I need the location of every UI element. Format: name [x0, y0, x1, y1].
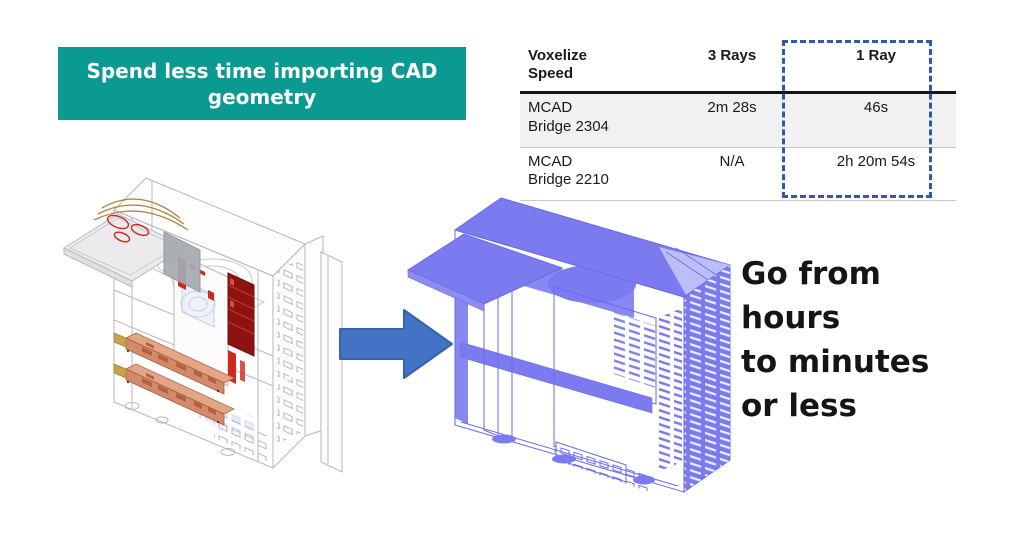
gpu-block [227, 272, 255, 357]
one-ray-highlight-box [782, 40, 932, 198]
cell-2210-1ray: 2h 20m 54s [836, 152, 916, 170]
top-flap [62, 198, 201, 293]
voxel-front-face [454, 229, 685, 493]
cad-voxelized-figure [404, 192, 736, 498]
fan-coil-rings [106, 214, 150, 243]
table-row: MCAD Bridge 2304 2m 28s 46s [520, 92, 956, 147]
col-header-3-rays: 3 Rays [707, 47, 757, 64]
voxel-wireframe-illustration [406, 197, 732, 493]
voxel-top-flap [406, 233, 564, 312]
table-header-row: Voxelize Speed 3 Rays 1 Ray [520, 42, 956, 93]
headline-banner: Spend less time importing CAD geometry [58, 47, 466, 120]
callout-line: Go from [741, 256, 881, 292]
right-arrow-icon [339, 309, 453, 379]
table-row: MCAD Bridge 2210 N/A 2h 20m 54s [520, 147, 956, 201]
cell-bridge-2210: MCAD Bridge 2210 [528, 152, 609, 189]
chassis-feet [124, 402, 236, 456]
voxel-right-face [683, 264, 731, 493]
cad-wireframe-illustration [62, 177, 343, 473]
headline-text: Spend less time importing CAD geometry [86, 58, 438, 109]
transform-arrow [338, 304, 456, 384]
callout-line: to minutes [741, 344, 930, 381]
voxel-feet [492, 434, 655, 485]
cell-2304-1ray: 46s [863, 99, 889, 116]
benefit-callout: Go from hours to minutes or less [741, 252, 929, 428]
cable-tubes [93, 198, 189, 231]
col-header-voxelize-speed: Voxelize Speed [528, 47, 587, 82]
cell-2210-3rays: N/A [719, 152, 745, 170]
col-header-1-ray: 1 Ray [855, 47, 897, 64]
callout-line: or less [741, 388, 857, 425]
cell-bridge-2304: MCAD Bridge 2304 [528, 99, 609, 135]
speed-table-grid: Voxelize Speed 3 Rays 1 Ray MCAD Bridge … [520, 42, 956, 201]
callout-line: hours [741, 300, 841, 337]
voxelize-speed-table: Voxelize Speed 3 Rays 1 Ray MCAD Bridge … [520, 42, 956, 201]
cad-original-figure [62, 170, 346, 485]
cell-2304-3rays: 2m 28s [707, 99, 757, 116]
